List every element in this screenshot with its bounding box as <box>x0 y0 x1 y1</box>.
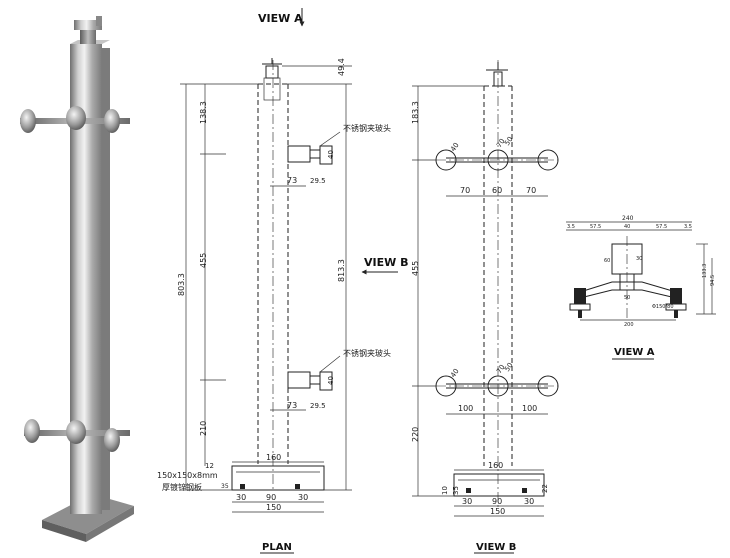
view-a-right-b: 94.5 <box>710 275 716 286</box>
plan-base-30-left: 30 <box>236 493 246 502</box>
view-a-drawing: 240 3.5 57.5 40 57.5 3.5 60 30 50 Φ150/8… <box>566 215 716 360</box>
plan-dim-middle: 455 <box>199 253 208 268</box>
plan-base-thk: 12 <box>205 462 214 470</box>
view-b-d40-upper: 40 <box>449 141 461 153</box>
plan-clamp-w-lower: 73 <box>287 401 297 410</box>
view-b-d70-left: 70 <box>460 186 470 195</box>
view-b-d70-right: 70 <box>526 186 536 195</box>
view-b-d50-lower: 50 <box>503 361 515 373</box>
plan-base-w: 160 <box>266 453 281 462</box>
view-b-base-10: 10 <box>441 486 449 495</box>
view-a-bottom-200: 200 <box>624 322 634 328</box>
view-b-d100-right: 100 <box>522 404 537 413</box>
view-a-label: VIEW A <box>614 347 655 358</box>
view-b-d70-upper: 70 <box>495 137 507 149</box>
plan-clamp-note-lower: 不锈钢夹玻头 <box>343 348 391 358</box>
view-b-dim-lower: 220 <box>411 427 420 442</box>
view-a-top-3: 57.5 <box>656 224 667 230</box>
view-a-top-label: VIEW A <box>258 12 303 25</box>
plan-drawing: VIEW A 不锈钢夹玻头 40 73 29.5 不锈钢夹玻头 40 73 29… <box>157 8 408 554</box>
plan-label: PLAN <box>262 542 292 553</box>
plan-dim-lower: 210 <box>199 421 208 436</box>
view-b-label: VIEW B <box>476 542 516 553</box>
plan-base-30-right: 30 <box>298 493 308 502</box>
view-a-top-1: 57.5 <box>590 224 601 230</box>
plan-dim-upper: 138.3 <box>199 101 208 124</box>
plan-base-plate-note: 150x150x8mm <box>157 471 218 480</box>
view-a-side-b: 30 <box>636 256 642 262</box>
view-b-d40-lower: 40 <box>449 367 461 379</box>
view-b-drawing: 40 70 50 70 60 70 40 70 50 100 100 160 1… <box>411 60 559 554</box>
view-b-base-30-right: 30 <box>524 497 534 506</box>
view-b-base-22: 22 <box>541 484 549 493</box>
view-b-d100-left: 100 <box>458 404 473 413</box>
view-a-top-2: 40 <box>624 224 630 230</box>
view-b-dim-middle: 455 <box>411 261 420 276</box>
view-a-top-total: 240 <box>622 215 634 222</box>
view-a-top-0: 3.5 <box>567 224 575 230</box>
plan-dim-top-offset: 49.4 <box>337 58 346 76</box>
view-b-d50-upper: 50 <box>503 135 515 147</box>
plan-clamp-w-upper: 73 <box>287 176 297 185</box>
view-b-base-30-left: 30 <box>462 497 472 506</box>
plan-dim-total: 803.3 <box>177 273 186 296</box>
plan-clamp-h-lower: 40 <box>327 376 335 385</box>
plan-clamp-h-upper: 40 <box>327 150 335 159</box>
plan-base-35: 35 <box>221 483 229 490</box>
view-b-base-90: 90 <box>492 497 502 506</box>
view-a-top-4: 3.5 <box>684 224 692 230</box>
plan-clamp-d-lower: 29.5 <box>310 402 326 410</box>
view-b-base-35: 35 <box>452 486 460 495</box>
plan-dim-right-total: 813.3 <box>337 259 346 282</box>
view-b-d70-lower: 70 <box>495 363 507 375</box>
post-photo <box>20 16 134 542</box>
view-b-arrow-label: VIEW B <box>364 256 408 269</box>
view-a-mid-note: Φ150/80 <box>652 304 674 310</box>
view-a-mid-50: 50 <box>624 295 630 301</box>
plan-clamp-d-upper: 29.5 <box>310 177 326 185</box>
view-a-right-a: 133.3 <box>702 264 708 278</box>
plan-base-90: 90 <box>266 493 276 502</box>
view-b-base-150: 150 <box>490 507 505 516</box>
plan-clamp-note-upper: 不锈钢夹玻头 <box>343 123 391 133</box>
plan-base-note2: 厚镀锌钢板 <box>162 482 202 492</box>
view-b-base-160: 160 <box>488 461 503 470</box>
view-a-side-a: 60 <box>604 258 610 264</box>
view-b-dim-upper: 183.3 <box>411 101 420 124</box>
plan-base-150: 150 <box>266 503 281 512</box>
view-b-d60: 60 <box>492 186 502 195</box>
